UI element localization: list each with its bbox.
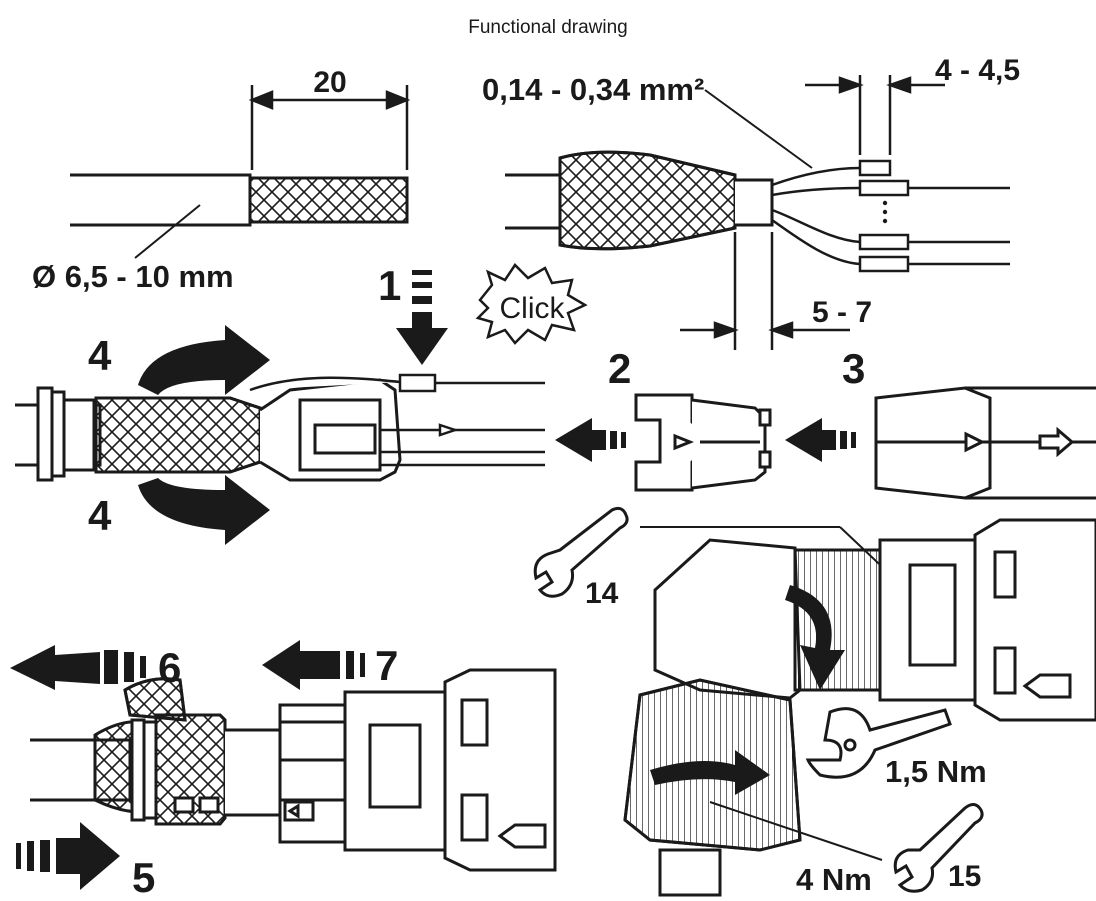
wrench-14-label: 14 xyxy=(585,577,619,610)
wire-cross-section-label: 0,14 - 0,34 mm² xyxy=(482,72,704,107)
assembly-cable xyxy=(15,378,402,482)
step7-arrow xyxy=(262,640,365,690)
rotate-arrow-upper xyxy=(785,585,845,690)
step4-upper-arrow xyxy=(138,325,270,395)
step-3: 3 xyxy=(842,345,865,392)
click-label: Click xyxy=(500,292,566,325)
wire-strip-label: 5 - 7 xyxy=(812,296,872,329)
step5-arrow xyxy=(16,822,120,890)
wires xyxy=(771,166,861,266)
step-6: 6 xyxy=(158,644,181,691)
stripped-cable xyxy=(70,173,409,227)
ellipsis-dots xyxy=(882,200,888,224)
torque-2-label: 4 Nm xyxy=(796,862,872,897)
step2-arrow xyxy=(555,418,626,462)
cross-section-leader xyxy=(704,89,813,169)
step-5: 5 xyxy=(132,854,155,901)
step4-lower-arrow xyxy=(138,475,270,545)
diameter-leader xyxy=(134,204,201,259)
step3-arrow xyxy=(785,418,856,462)
step6-arrow xyxy=(10,645,146,690)
wrench-15-label: 15 xyxy=(948,860,981,893)
assembly-contacts xyxy=(249,373,545,467)
ferrules xyxy=(858,159,1010,273)
step-4-upper: 4 xyxy=(88,332,112,379)
dimension-strip xyxy=(248,85,411,170)
click-burst xyxy=(475,263,588,345)
cable-diameter-label: Ø 6,5 - 10 mm xyxy=(32,259,234,294)
ferrule-length-label: 4 - 4,5 xyxy=(935,54,1020,87)
insert-part xyxy=(634,393,772,492)
drawing-title: Functional drawing xyxy=(468,17,627,38)
dimension-wire-strip xyxy=(680,232,850,350)
rotate-arrow-lower xyxy=(650,750,770,795)
wrench-14 xyxy=(533,506,629,598)
housing-part xyxy=(874,386,1096,500)
dimension-ferrule xyxy=(805,75,945,155)
step-1: 1 xyxy=(378,262,401,309)
angled-connector xyxy=(623,518,1096,897)
torque-1-label: 1,5 Nm xyxy=(885,754,987,789)
cable-with-ferrules xyxy=(505,150,774,251)
assembled-cable xyxy=(30,668,557,872)
step-4-lower: 4 xyxy=(88,492,112,539)
step-2: 2 xyxy=(608,345,631,392)
hook-wrench xyxy=(805,707,952,779)
step1-arrow xyxy=(396,270,448,365)
step-7: 7 xyxy=(375,642,398,689)
wrench-15 xyxy=(893,803,984,893)
torque-2-leader xyxy=(709,801,883,861)
strip-length-label: 20 xyxy=(313,66,346,99)
